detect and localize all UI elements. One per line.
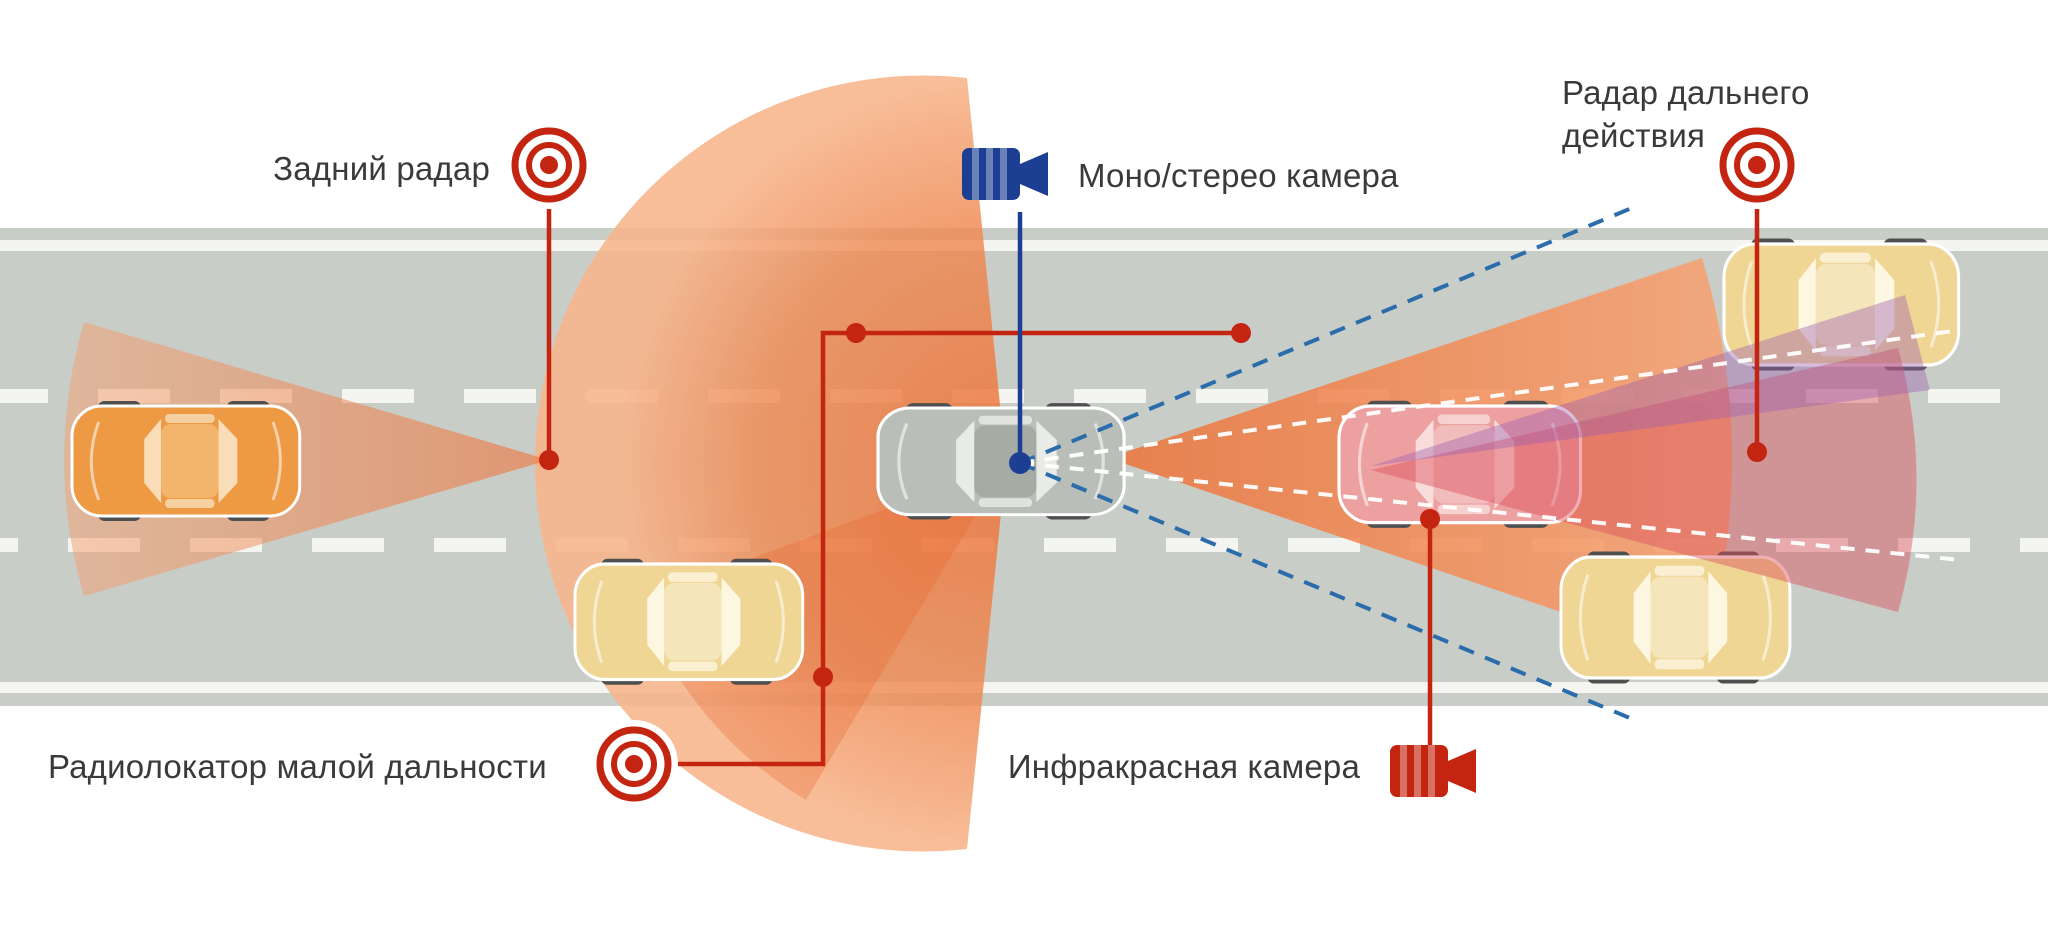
vehicle-rear-adjacent (573, 557, 805, 687)
sensor-point-left-front (846, 323, 866, 343)
fov-line-white-upper (1019, 328, 1961, 465)
road-edge-line-top (0, 240, 2048, 251)
sensor-points (539, 323, 1767, 687)
camera-point-ego (1009, 452, 1031, 474)
vehicle-rear-left (70, 399, 302, 523)
forward-overlay-cones (1371, 295, 1930, 612)
mono-stereo-camera-icon (962, 148, 1048, 200)
sensor-point-long-range (1747, 442, 1767, 462)
short-range-radar-icon (590, 720, 678, 808)
infrared-camera-icon (1390, 745, 1476, 797)
label-mono-stereo-camera: Моно/стерео камера (1078, 157, 1399, 194)
sensor-point-rear-corner (813, 667, 833, 687)
radar-connectors (546, 209, 1760, 767)
short-range-radar-connector (678, 330, 1241, 767)
label-rear-radar: Задний радар (273, 150, 490, 187)
ego-vehicle (876, 401, 1126, 522)
camera-fov-lines (1019, 203, 1961, 723)
label-long-range-radar: Радар дальнего действия (1562, 74, 1810, 154)
sensor-point-infrared (1420, 509, 1440, 529)
sensor-point-front (1231, 323, 1251, 343)
fov-line-white-lower (1019, 461, 1961, 562)
label-short-range-radar: Радиолокатор малой дальности (48, 748, 547, 785)
infrared-camera-cone (1371, 348, 1917, 612)
rear-radar-icon (505, 121, 593, 209)
overlap-cone (1371, 295, 1930, 466)
sensor-point-rear (539, 450, 559, 470)
road-edge-line-bottom (0, 682, 2048, 693)
label-infrared-camera: Инфракрасная камера (1007, 748, 1360, 785)
rear-beam-cone (64, 322, 549, 596)
